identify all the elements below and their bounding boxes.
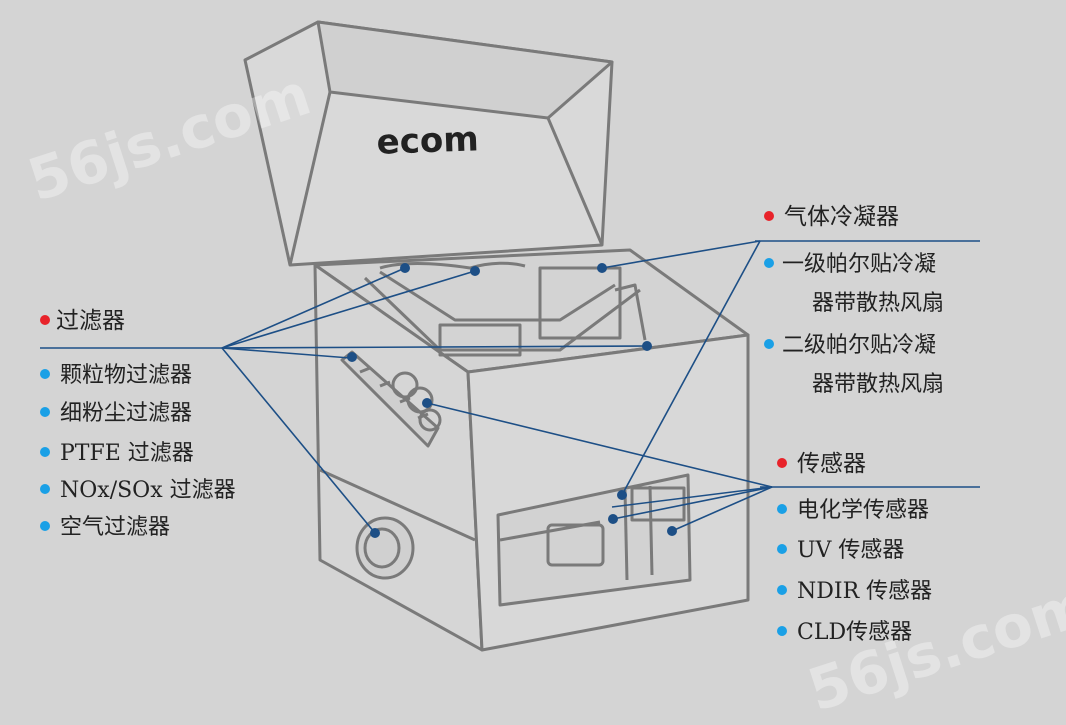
filter-item-text: 颗粒物过滤器 <box>60 363 193 388</box>
sensor-item-cld: CLD传感器 <box>777 619 912 647</box>
sensor-item-ndir: NDIR 传感器 <box>777 578 932 606</box>
sensor-item-text: CLD传感器 <box>797 620 913 645</box>
bullet-icon <box>777 585 787 595</box>
cooler-item-line1: 一级帕尔贴冷凝 <box>782 252 937 277</box>
filter-item-text: PTFE 过滤器 <box>60 441 194 466</box>
filter-item-air: 空气过滤器 <box>40 514 170 542</box>
header-dot-icon <box>764 211 774 221</box>
filter-item-fine-dust: 细粉尘过滤器 <box>40 400 192 428</box>
cooler-item-line2: 器带散热风扇 <box>812 372 945 397</box>
bullet-icon <box>40 447 50 457</box>
sensor-item-electrochemical: 电化学传感器 <box>777 497 929 525</box>
header-dot-icon <box>777 458 787 468</box>
bullet-icon <box>40 369 50 379</box>
cooler-item-line1: 二级帕尔贴冷凝 <box>782 333 937 358</box>
bullet-icon <box>40 521 50 531</box>
sensor-item-text: UV 传感器 <box>797 538 905 563</box>
leader-dot <box>470 266 480 276</box>
cooler-item-stage1: 一级帕尔贴冷凝 <box>764 251 936 279</box>
leader-dot <box>370 528 380 538</box>
cooler-item-stage2-cont: 器带散热风扇 <box>812 371 944 399</box>
bullet-icon <box>777 504 787 514</box>
bullet-icon <box>40 407 50 417</box>
device-illustration: ecom <box>40 20 980 652</box>
filter-item-particulate: 颗粒物过滤器 <box>40 362 192 390</box>
sensor-item-text: 电化学传感器 <box>797 498 930 523</box>
filter-item-text: 空气过滤器 <box>60 515 171 540</box>
cooler-item-stage1-cont: 器带散热风扇 <box>812 290 944 318</box>
leader-dot <box>667 526 677 536</box>
cooler-title-text: 气体冷凝器 <box>784 204 899 230</box>
cooler-item-stage2: 二级帕尔贴冷凝 <box>764 332 936 360</box>
leader-dot <box>608 514 618 524</box>
sensor-item-text: NDIR 传感器 <box>797 579 933 604</box>
sensor-group-title: 传感器 <box>777 450 866 478</box>
leader-dot <box>617 490 627 500</box>
leader-dot <box>400 263 410 273</box>
header-dot-icon <box>40 315 50 325</box>
cooler-group-title: 气体冷凝器 <box>764 203 899 231</box>
sensor-title-text: 传感器 <box>797 451 866 477</box>
leader-dot <box>422 398 432 408</box>
filter-item-ptfe: PTFE 过滤器 <box>40 440 194 468</box>
sensor-item-uv: UV 传感器 <box>777 537 904 565</box>
bullet-icon <box>777 544 787 554</box>
filter-item-nox-sox: NOx/SOx 过滤器 <box>40 477 236 505</box>
filter-item-text: 细粉尘过滤器 <box>60 401 193 426</box>
leader-dot <box>642 341 652 351</box>
leader-dot <box>347 352 357 362</box>
filter-item-text: NOx/SOx 过滤器 <box>60 478 236 503</box>
ecom-logo: ecom <box>376 119 479 163</box>
bullet-icon <box>764 258 774 268</box>
bullet-icon <box>764 339 774 349</box>
filter-title-text: 过滤器 <box>56 308 125 334</box>
bullet-icon <box>40 484 50 494</box>
cooler-item-line2: 器带散热风扇 <box>812 291 945 316</box>
bullet-icon <box>777 626 787 636</box>
leader-dot <box>597 263 607 273</box>
filter-group-title: 过滤器 <box>40 307 125 335</box>
